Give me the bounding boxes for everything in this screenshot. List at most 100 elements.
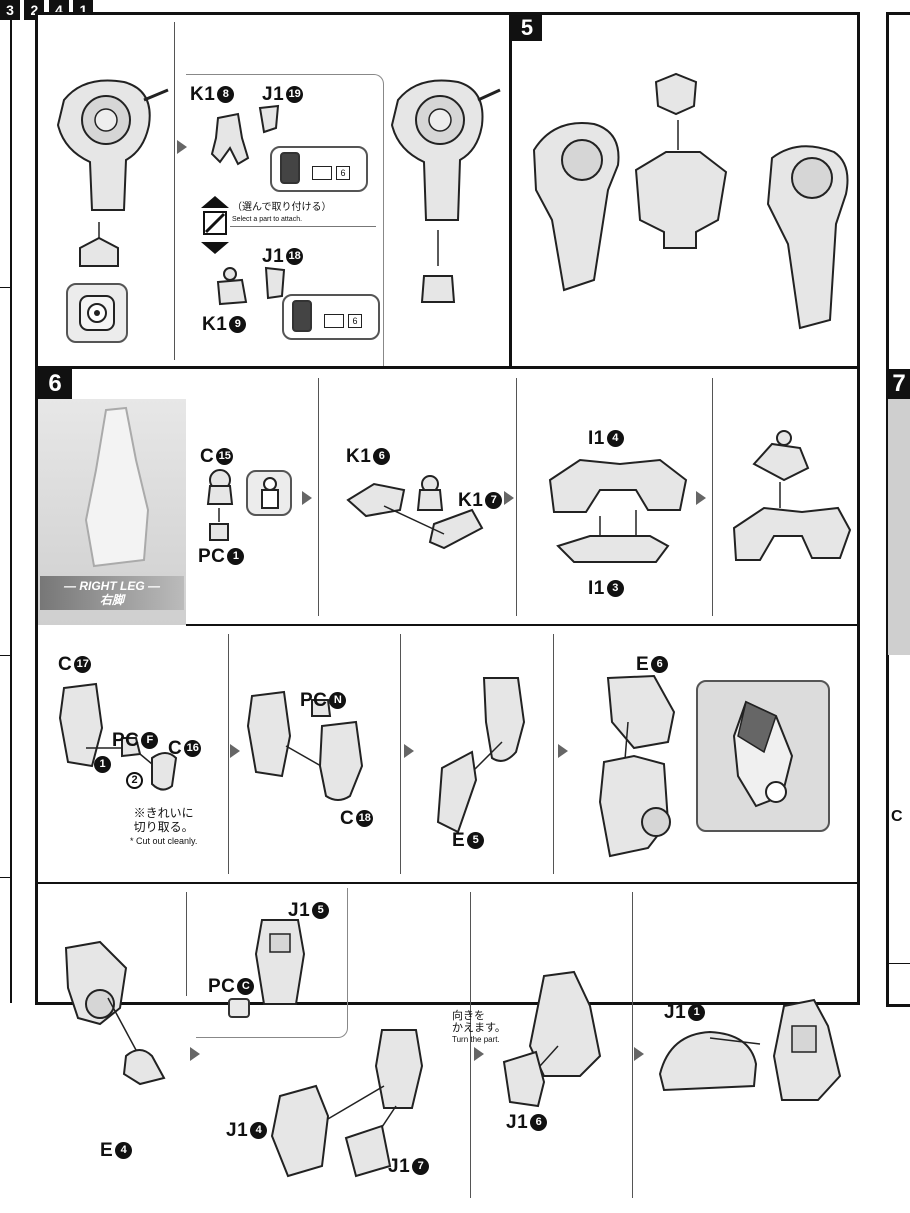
shin-armor-detail-illustration: [732, 700, 794, 808]
knee-assembled-illustration: [732, 430, 852, 561]
fist-cover-illustration: [264, 266, 286, 300]
knee-armor-illustration: [548, 458, 688, 563]
flow-arrow: [634, 1047, 644, 1061]
right-leg-banner: — RIGHT LEG — 右脚: [40, 576, 184, 610]
shin-frame-assembly-illustration: [246, 690, 364, 801]
sequence-marker-1: 1: [92, 756, 111, 774]
row3-col-divider: [186, 892, 187, 996]
joint-part-illustration: [79, 222, 119, 267]
sticker-part-upper: [280, 152, 300, 184]
left-edge-tick: [0, 287, 10, 288]
pcc-part: [228, 998, 250, 1018]
foot-final-illustration: [772, 998, 842, 1101]
row2-col-divider: [553, 634, 554, 874]
step7-preview-panel: [888, 399, 910, 655]
hand-options-callout: [186, 74, 384, 366]
assembled-shoulder-illustration: [390, 79, 501, 303]
joint-detail-icon: [79, 295, 115, 331]
top-left-divider: [174, 22, 175, 360]
hand-part-illustration: [210, 112, 250, 166]
sticker-number-lower: 6: [348, 314, 362, 328]
sequence-marker-2: 2: [124, 772, 143, 790]
shoulder-part-illustration: [56, 79, 169, 211]
top-section-divider: [35, 366, 860, 369]
flow-arrow: [230, 744, 240, 758]
select-part-note: （選んで取り付ける） Select a part to attach.: [232, 202, 332, 223]
flow-arrow: [177, 140, 187, 154]
shin-frame-illustration: [58, 682, 178, 791]
sticker-tag-upper: [312, 166, 332, 180]
shin-cover-assembly-illustration: [436, 677, 526, 834]
step5-marker-3: 3: [0, 0, 20, 20]
right-page-edge: [886, 12, 910, 1007]
row2-col-divider: [228, 634, 229, 874]
foot-assembly-illustration: [270, 1029, 424, 1178]
row1-col-divider: [318, 378, 319, 616]
foot-frame-illustration: [254, 919, 306, 1005]
step5-head-illustration: [654, 72, 698, 116]
row3-col-divider: [470, 892, 471, 1198]
row3-col-divider: [632, 892, 633, 1198]
sticker-part-lower: [292, 300, 312, 332]
foot-frame-callout: [196, 888, 348, 1038]
step7-edge-label: C: [891, 808, 904, 825]
step5-number: 5: [512, 15, 542, 41]
flow-arrow: [302, 491, 312, 505]
choice-divider: [230, 226, 376, 227]
flow-arrow: [696, 491, 706, 505]
joint-detail-inset: [66, 283, 128, 343]
ball-joint-illustration: [206, 469, 234, 505]
step5-right-arm-illustration: [766, 145, 849, 330]
sticker-tag-lower: [324, 314, 344, 328]
row2-divider: [35, 882, 860, 884]
left-edge-tick: [0, 877, 10, 878]
row2-col-divider: [400, 634, 401, 874]
row1-divider: [186, 624, 860, 626]
step7-edge-divider: [888, 963, 910, 964]
step5-left-arm-illustration: [532, 122, 620, 292]
flow-arrow: [558, 744, 568, 758]
right-leg-preview-illustration: [84, 406, 150, 568]
flow-arrow: [190, 1047, 200, 1061]
flow-arrow: [504, 491, 514, 505]
step5-torso-illustration: [634, 120, 728, 249]
left-edge-tick: [0, 655, 10, 656]
flow-arrow: [474, 1047, 484, 1061]
flow-arrow: [404, 744, 414, 758]
pc1-part-illustration: [209, 508, 229, 541]
fist-part-illustration: [216, 267, 248, 306]
cut-cleanly-note: ※きれいに 切り取る。 * Cut out cleanly.: [130, 806, 198, 846]
left-page-edge: [0, 18, 12, 1003]
lower-leg-illustration: [64, 940, 166, 1086]
step7-number: 7: [888, 369, 910, 399]
hand-cover-illustration: [258, 104, 280, 134]
row1-col-divider: [516, 378, 517, 616]
sticker-number-upper: 6: [336, 166, 350, 180]
ball-joint-detail-icon: [261, 477, 279, 509]
heel-cover-illustration: [658, 1030, 761, 1092]
